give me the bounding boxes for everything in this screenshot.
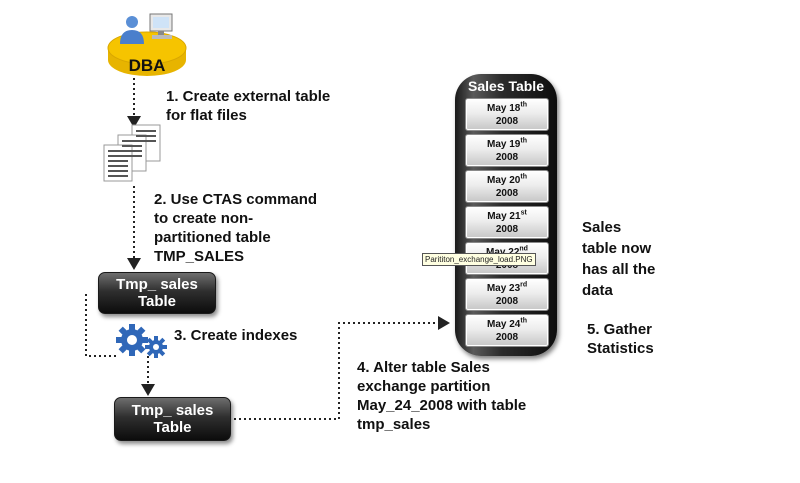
tmp-sales-table-top: Tmp_ sales Table — [98, 272, 216, 314]
step-3-text: 3. Create indexes — [174, 327, 298, 344]
filename-tooltip: Parititon_exchange_load.PNG — [422, 253, 536, 266]
step-1-text: 1. Create external table for flat files — [166, 88, 331, 124]
dba-icon: DBA — [106, 8, 188, 78]
tmp-sales-table-bottom: Tmp_ sales Table — [114, 397, 231, 441]
tmp-sales-to-sales-table-arrow — [229, 316, 450, 420]
gears-icon — [114, 322, 172, 362]
flat-files-icon — [100, 123, 168, 185]
tmp-sales-to-gears-line — [85, 294, 118, 357]
dba-label: DBA — [128, 56, 166, 75]
sales-table-title: Sales Table — [467, 78, 544, 94]
step-2-text: 2. Use CTAS command to create non- parti… — [154, 191, 318, 265]
sales-note-text: Sales table now has all the data — [582, 219, 656, 299]
step-5-text: 5. Gather Statistics — [587, 321, 654, 357]
step-4-text: 4. Alter table Sales exchange partition … — [357, 359, 527, 433]
